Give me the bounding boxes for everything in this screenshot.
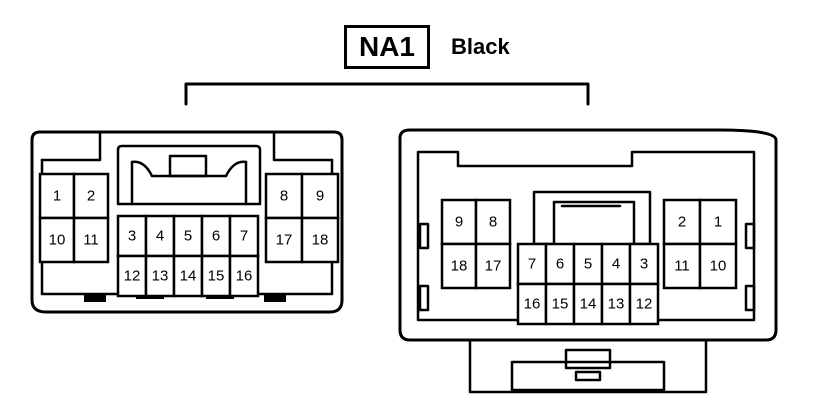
pin-number: 15 xyxy=(552,296,569,313)
connector-color-label: Black xyxy=(451,34,510,59)
pin-number: 12 xyxy=(124,268,141,285)
pin-number: 11 xyxy=(674,258,690,275)
pin-number: 16 xyxy=(524,296,541,313)
pin-cavity xyxy=(516,282,548,326)
pin-cavity xyxy=(200,214,232,258)
pin-number: 6 xyxy=(212,228,220,245)
right-connector-body xyxy=(398,128,778,394)
pin-number: 7 xyxy=(528,256,536,273)
pin-number: 7 xyxy=(240,228,248,245)
pin-cavity xyxy=(116,254,148,298)
view-bracket xyxy=(184,82,590,106)
pin-number: 6 xyxy=(556,256,564,273)
left-view-left-block: 1 2 10 11 xyxy=(38,172,110,264)
pin-number: 16 xyxy=(236,268,253,285)
pin-number: 13 xyxy=(152,268,169,285)
pin-number: 17 xyxy=(276,232,293,249)
pin-number: 4 xyxy=(156,228,164,245)
pin-cavity xyxy=(474,242,512,290)
right-view-left-block: 9 8 18 17 xyxy=(440,198,512,290)
pin-number: 3 xyxy=(128,228,136,245)
pin-number: 10 xyxy=(49,232,66,249)
pin-cavity xyxy=(572,282,604,326)
pin-cavity xyxy=(228,254,260,298)
pin-number: 2 xyxy=(87,188,95,205)
pin-cavity xyxy=(72,216,110,264)
pin-cavity xyxy=(300,216,340,264)
pin-number: 2 xyxy=(678,214,686,231)
pin-number: 1 xyxy=(714,214,722,231)
pin-cavity xyxy=(628,282,660,326)
pin-number: 5 xyxy=(184,228,192,245)
pin-number: 9 xyxy=(455,214,463,231)
pin-cavity xyxy=(698,242,738,290)
pin-cavity xyxy=(544,242,576,286)
pin-number: 1 xyxy=(53,188,61,205)
right-view-center-block: 7 6 5 4 3 16 15 14 13 12 xyxy=(516,242,660,326)
pin-cavity xyxy=(228,214,260,258)
pin-number: 14 xyxy=(180,268,197,285)
pin-number: 11 xyxy=(83,232,99,249)
pin-number: 9 xyxy=(316,188,324,205)
pin-cavity xyxy=(264,216,304,264)
pin-number: 18 xyxy=(312,232,329,249)
pin-cavity xyxy=(600,242,632,286)
pin-number: 14 xyxy=(580,296,597,313)
pin-number: 10 xyxy=(710,258,727,275)
pin-number: 8 xyxy=(280,188,288,205)
pin-number: 3 xyxy=(640,256,648,273)
pin-number: 12 xyxy=(636,296,653,313)
pin-number: 17 xyxy=(485,258,502,275)
left-view-center-block: 3 4 5 6 7 12 13 14 15 16 xyxy=(116,214,260,298)
pin-number: 18 xyxy=(451,258,468,275)
pin-number: 5 xyxy=(584,256,592,273)
pin-cavity xyxy=(600,282,632,326)
pin-cavity xyxy=(628,242,660,286)
pin-number: 4 xyxy=(612,256,620,273)
pin-number: 15 xyxy=(208,268,225,285)
pin-number: 13 xyxy=(608,296,625,313)
connector-id-label: NA1 xyxy=(344,25,430,69)
pin-cavity xyxy=(544,282,576,326)
pin-number: 8 xyxy=(489,214,497,231)
left-view-right-block: 8 9 17 18 xyxy=(264,172,340,264)
